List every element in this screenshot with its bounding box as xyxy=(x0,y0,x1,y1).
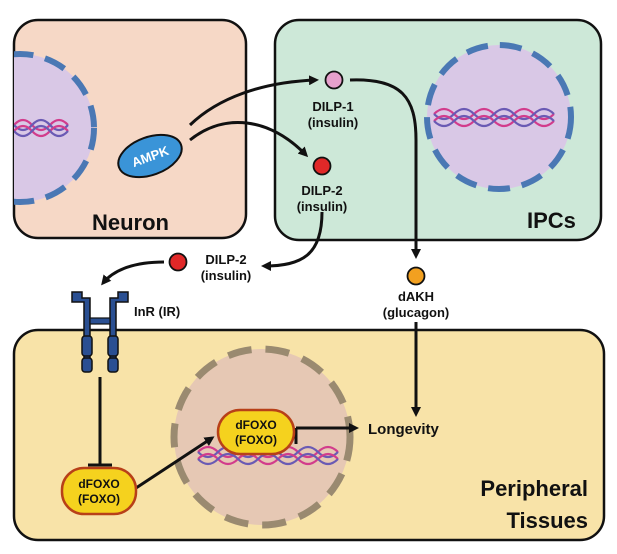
dilp1-name: DILP-1 xyxy=(312,99,353,114)
dilp1-node: DILP-1 (insulin) xyxy=(308,70,359,130)
dfoxo-nucleus-node: dFOXO (FOXO) xyxy=(216,408,296,456)
arrow-ampk-to-dilp2 xyxy=(189,120,309,158)
pathway-arrows xyxy=(88,75,421,490)
dilp2-secreted-node: DILP-2 (insulin) xyxy=(168,252,252,283)
neuron-compartment: Neuron xyxy=(12,18,248,240)
dilp2-name: DILP-2 xyxy=(301,183,342,198)
dilp2-secreted-dot xyxy=(168,252,188,272)
dfoxo-cytoplasm-node: dFOXO (FOXO) xyxy=(60,466,138,516)
dilp1-dot xyxy=(324,70,344,90)
receptor-label: InR (IR) xyxy=(134,304,180,319)
dakh-sub: (glucagon) xyxy=(383,305,449,320)
dilp2-dot xyxy=(312,156,332,176)
dfoxo-cytoplasm-line1: dFOXO xyxy=(78,477,119,491)
longevity-label: Longevity xyxy=(368,421,439,438)
dfoxo-cytoplasm-line2: (FOXO) xyxy=(78,492,120,506)
dfoxo-nucleus-line2: (FOXO) xyxy=(235,433,277,447)
arrow-dilp2-to-receptor xyxy=(101,260,165,286)
arrow-ampk-to-dilp1 xyxy=(188,75,319,127)
dilp2-sub: (insulin) xyxy=(297,199,348,214)
arrow-dilp2-secretion xyxy=(261,211,324,271)
dilp2-secreted-name: DILP-2 xyxy=(205,252,246,267)
receptor-icon xyxy=(71,291,129,373)
dna-helix-icon xyxy=(433,107,555,128)
dna-helix-icon xyxy=(14,118,69,138)
ipcs-label: IPCs xyxy=(527,208,576,233)
arrow-dilp1-to-dakh xyxy=(349,78,421,259)
inhibition-receptor-to-dfoxo xyxy=(88,377,112,467)
dilp2-node: DILP-2 (insulin) xyxy=(297,156,348,214)
neuron-label: Neuron xyxy=(92,210,169,235)
dakh-node: dAKH (glucagon) xyxy=(383,266,449,320)
neuron-nucleus xyxy=(14,51,97,205)
dilp2-secreted-sub: (insulin) xyxy=(201,268,252,283)
dilp1-sub: (insulin) xyxy=(308,115,359,130)
arrow-dfoxo-nuclear-translocation xyxy=(135,436,215,490)
peripheral-label-line1: Peripheral xyxy=(480,476,588,501)
dfoxo-nucleus-line1: dFOXO xyxy=(235,418,276,432)
peripheral-label-line2: Tissues xyxy=(506,508,588,533)
dakh-name: dAKH xyxy=(398,289,434,304)
ampk-node: AMPK xyxy=(117,133,183,179)
dakh-dot xyxy=(406,266,426,286)
peripheral-tissues-compartment: Peripheral Tissues xyxy=(12,328,606,542)
